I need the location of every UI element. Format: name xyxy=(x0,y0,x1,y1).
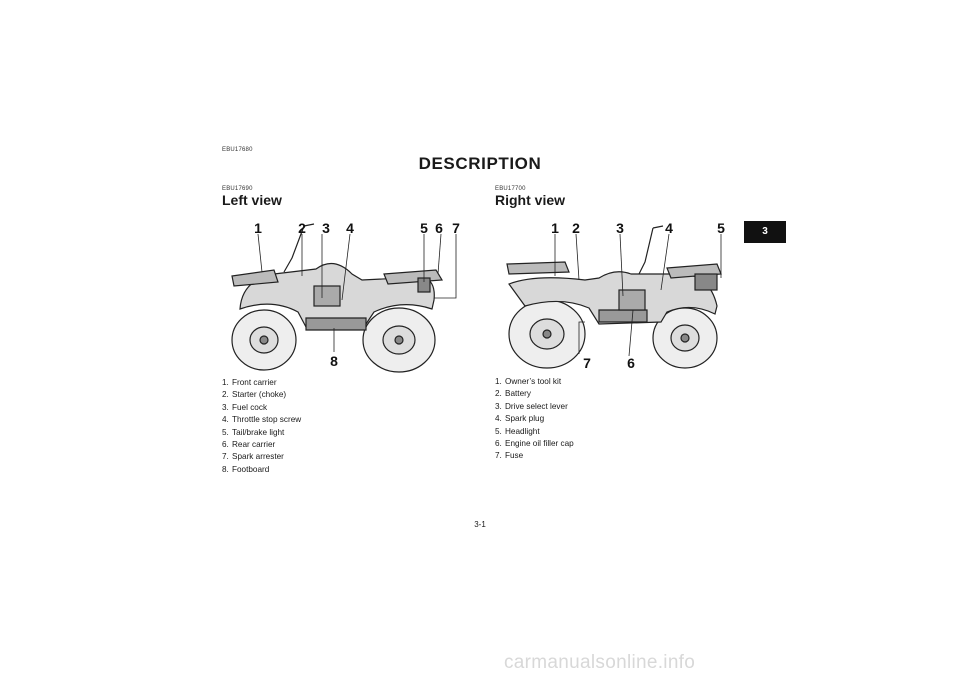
right-view-heading: Right view xyxy=(495,192,566,208)
list-item-number: 1. xyxy=(222,378,229,387)
right-callout: 7 xyxy=(583,355,591,371)
list-item-label: Tail/brake light xyxy=(232,427,285,437)
list-item-number: 7. xyxy=(222,452,229,462)
list-item-number: 6. xyxy=(222,440,229,450)
left-callout: 3 xyxy=(322,220,330,236)
list-item: 5.Headlight xyxy=(495,426,574,438)
watermark: carmanualsonline.info xyxy=(504,652,696,673)
list-item-number: 4. xyxy=(495,414,502,424)
list-item-label: Drive select lever xyxy=(505,401,568,411)
list-item-label: Throttle stop screw xyxy=(232,415,302,425)
left-callout: 4 xyxy=(346,220,354,236)
list-item: 4.Throttle stop screw xyxy=(222,414,301,426)
list-item-number: 8. xyxy=(222,464,229,474)
list-item-number: 4. xyxy=(222,415,229,425)
page-number: 3-1 xyxy=(474,520,486,529)
list-item-number: 3. xyxy=(222,402,229,412)
list-item: 1.Front carrier xyxy=(222,377,301,389)
atv-left-view-illustration: 1 2 3 4 5 6 7 8 xyxy=(231,220,460,373)
list-item-number: 6. xyxy=(495,439,502,449)
list-item-number: 7. xyxy=(495,451,502,461)
list-item: 6.Rear carrier xyxy=(222,439,301,451)
list-item-label: Headlight xyxy=(505,426,540,436)
list-item: 8.Footboard xyxy=(222,464,301,476)
list-item: 2.Battery xyxy=(495,388,574,400)
list-item-label: Battery xyxy=(505,389,531,399)
list-item: 6.Engine oil filler cap xyxy=(495,438,574,450)
list-item: 7.Spark arrester xyxy=(222,451,301,463)
list-item: 5.Tail/brake light xyxy=(222,427,301,439)
list-item-number: 5. xyxy=(495,426,502,436)
right-view-code: EBU17700 xyxy=(495,186,526,192)
left-callout: 8 xyxy=(330,353,338,369)
right-callout: 5 xyxy=(717,220,725,236)
list-item: 7.Fuse xyxy=(495,450,574,462)
list-item-label: Footboard xyxy=(232,464,270,474)
right-parts-list: 1.Owner’s tool kit 2.Battery 3.Drive sel… xyxy=(495,376,574,463)
list-item: 3.Drive select lever xyxy=(495,401,574,413)
list-item: 4.Spark plug xyxy=(495,413,574,425)
right-callout: 4 xyxy=(665,220,673,236)
chapter-tab: 3 xyxy=(744,221,786,243)
list-item-label: Spark plug xyxy=(505,414,545,424)
list-item-label: Spark arrester xyxy=(232,452,284,462)
left-callout: 6 xyxy=(435,220,443,236)
left-parts-list: 1.Front carrier 2.Starter (choke) 3.Fuel… xyxy=(222,377,301,476)
list-item-label: Starter (choke) xyxy=(232,390,287,400)
list-item-label: Fuse xyxy=(505,451,524,461)
list-item-number: 3. xyxy=(495,401,502,411)
list-item-label: Front carrier xyxy=(232,378,277,387)
left-callout: 2 xyxy=(298,220,306,236)
left-view-code: EBU17690 xyxy=(222,186,253,192)
list-item-number: 5. xyxy=(222,427,229,437)
left-callout: 7 xyxy=(452,220,460,236)
list-item: 1.Owner’s tool kit xyxy=(495,376,574,388)
list-item-label: Engine oil filler cap xyxy=(505,439,574,449)
list-item-number: 1. xyxy=(495,377,502,386)
list-item: 3.Fuel cock xyxy=(222,402,301,414)
list-item-number: 2. xyxy=(495,389,502,399)
section-code: EBU17680 xyxy=(222,147,253,153)
list-item: 2.Starter (choke) xyxy=(222,389,301,401)
list-item-number: 2. xyxy=(222,390,229,400)
page-title: DESCRIPTION xyxy=(418,154,542,173)
list-item-label: Rear carrier xyxy=(232,440,276,450)
left-view-heading: Left view xyxy=(222,192,282,208)
left-callout: 1 xyxy=(254,220,262,236)
list-item-label: Owner’s tool kit xyxy=(505,377,562,386)
right-callout: 6 xyxy=(627,355,635,371)
right-callout: 2 xyxy=(572,220,580,236)
right-callout: 3 xyxy=(616,220,624,236)
atv-right-view-illustration: 1 2 3 4 5 7 6 xyxy=(506,220,725,371)
left-callout: 5 xyxy=(420,220,428,236)
right-callout: 1 xyxy=(551,220,559,236)
list-item-label: Fuel cock xyxy=(232,402,268,412)
